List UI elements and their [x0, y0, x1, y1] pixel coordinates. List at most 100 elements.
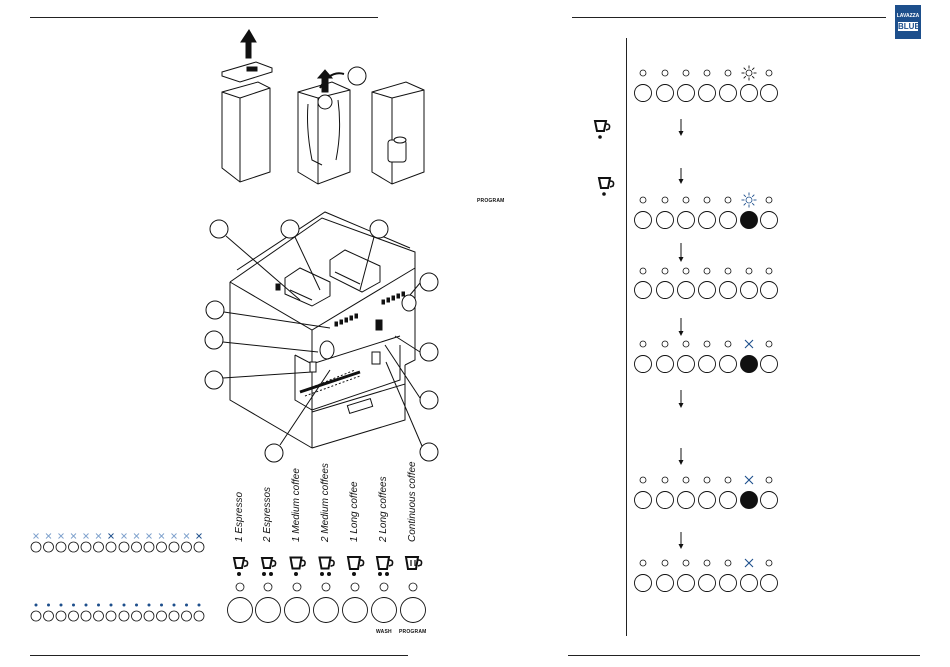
arrowhead [679, 131, 684, 136]
led-ray [744, 76, 746, 78]
seq-led [662, 197, 668, 203]
seq-button [699, 492, 716, 509]
seq-led [704, 341, 710, 347]
led-blink-icon [745, 476, 753, 484]
led-blink-icon [745, 340, 753, 348]
arrowhead [679, 544, 684, 549]
seq-led [725, 70, 731, 76]
seq-led [766, 70, 772, 76]
seq-button [761, 85, 778, 102]
seq-button [741, 282, 758, 299]
cup-small-icon [595, 121, 606, 131]
arrowhead [679, 331, 684, 336]
seq-led [662, 477, 668, 483]
seq-button [657, 575, 674, 592]
led-blink-icon [746, 197, 752, 203]
led-ray [752, 76, 754, 78]
seq-button [720, 282, 737, 299]
seq-button [720, 85, 737, 102]
seq-button [761, 282, 778, 299]
seq-button [741, 356, 758, 373]
seq-button [635, 212, 652, 229]
led-ray [744, 203, 746, 205]
arrowhead [679, 403, 684, 408]
dose-dot [598, 135, 602, 139]
seq-button [741, 575, 758, 592]
arrowhead [679, 179, 684, 184]
seq-button [657, 85, 674, 102]
seq-button [678, 575, 695, 592]
seq-button [635, 85, 652, 102]
seq-button [657, 212, 674, 229]
seq-led [766, 197, 772, 203]
seq-led [640, 341, 646, 347]
seq-led [704, 560, 710, 566]
seq-button [699, 356, 716, 373]
seq-button [657, 282, 674, 299]
led-ray [752, 195, 754, 197]
seq-button [761, 492, 778, 509]
cup-handle [606, 124, 610, 130]
seq-button [678, 492, 695, 509]
led-blink-icon [746, 70, 752, 76]
seq-led [640, 560, 646, 566]
led-blink-icon [745, 559, 753, 567]
seq-led [725, 477, 731, 483]
seq-button [741, 85, 758, 102]
seq-led [662, 268, 668, 274]
seq-button [699, 282, 716, 299]
seq-button [699, 575, 716, 592]
seq-led [725, 560, 731, 566]
seq-led [725, 268, 731, 274]
seq-button [635, 282, 652, 299]
seq-button [699, 85, 716, 102]
seq-button [761, 212, 778, 229]
seq-led [725, 197, 731, 203]
seq-led [640, 70, 646, 76]
arrowhead [679, 257, 684, 262]
seq-led [683, 341, 689, 347]
seq-button [635, 492, 652, 509]
seq-led [766, 560, 772, 566]
led-ray [744, 195, 746, 197]
seq-button [678, 356, 695, 373]
led-ray [752, 68, 754, 70]
seq-led [662, 70, 668, 76]
arrowhead [679, 460, 684, 465]
seq-button [761, 575, 778, 592]
seq-led [766, 341, 772, 347]
cup-handle [610, 181, 614, 187]
seq-button [657, 492, 674, 509]
seq-led [662, 341, 668, 347]
seq-button [635, 575, 652, 592]
seq-button [720, 575, 737, 592]
led-ray [744, 68, 746, 70]
seq-led [766, 268, 772, 274]
seq-led [683, 197, 689, 203]
seq-led [704, 197, 710, 203]
seq-led [683, 477, 689, 483]
seq-button [678, 85, 695, 102]
seq-button [635, 356, 652, 373]
seq-led [704, 477, 710, 483]
seq-led [704, 268, 710, 274]
seq-led [704, 70, 710, 76]
dose-dot [602, 192, 606, 196]
seq-button [699, 212, 716, 229]
seq-button [741, 212, 758, 229]
seq-led [662, 560, 668, 566]
seq-led [683, 268, 689, 274]
seq-led [640, 268, 646, 274]
seq-led [683, 560, 689, 566]
seq-led [640, 197, 646, 203]
seq-button [741, 492, 758, 509]
cup-small-icon [599, 178, 610, 188]
seq-button [678, 212, 695, 229]
seq-button [657, 356, 674, 373]
seq-led [683, 70, 689, 76]
seq-button [720, 356, 737, 373]
seq-led [746, 268, 752, 274]
seq-button [720, 492, 737, 509]
led-ray [752, 203, 754, 205]
